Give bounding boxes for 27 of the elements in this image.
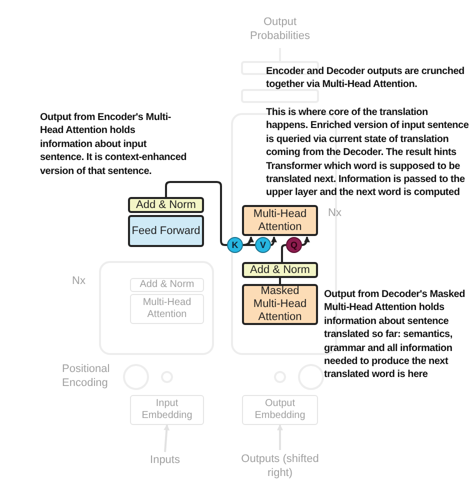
attention-box: Multi-Head Attention (242, 205, 318, 236)
annotation-text: Output from Encoder's Multi-Head Attention holds information about input sentence. It is context-enhanced version of that sentence. (40, 111, 188, 178)
faded-box: Input Embedding (130, 395, 204, 425)
faded-arrow (277, 424, 283, 450)
faded-box: Output Embedding (242, 395, 318, 425)
faded-label: Nx (328, 206, 342, 220)
annotation-text: Output from Decoder's Masked Multi-Head Attention holds information about sentence translated so far: semantics, grammar and all information needed to produce the next translated word is here (324, 288, 466, 382)
annotation-text: This is where core of the translation happens. Enriched version of input sentence is queried via current state of translation coming from the Decoder. The result hints Transformer which word is supposed to be translated next. Information is passed to the upper layer and the next word is computed (266, 106, 470, 200)
connector-line (302, 236, 310, 246)
faded-label: Positional Encoding (62, 362, 111, 390)
faded-label: Nx (72, 274, 86, 288)
feed-forward-box: Feed Forward (128, 215, 204, 247)
connector-line (281, 244, 286, 262)
connector-line (279, 278, 281, 284)
connector-line (242, 236, 254, 246)
add-norm-box: Add & Norm (128, 197, 204, 213)
add-norm-box: Add & Norm (242, 262, 318, 278)
faded-arrow (164, 424, 170, 452)
faded-box: Add & Norm (130, 278, 204, 292)
faded-text: Output Probabilities (242, 14, 318, 44)
connector-line (243, 244, 255, 246)
faded-box: Multi-Head Attention (130, 294, 204, 324)
annotation-text: Encoder and Decoder outputs are crunched together via Multi-Head Attention. (266, 65, 466, 92)
connector-line (270, 236, 277, 246)
attention-box: Masked Multi-Head Attention (242, 284, 318, 325)
faded-text: Inputs (140, 452, 190, 468)
faded-text: Outputs (shifted right) (236, 450, 324, 482)
